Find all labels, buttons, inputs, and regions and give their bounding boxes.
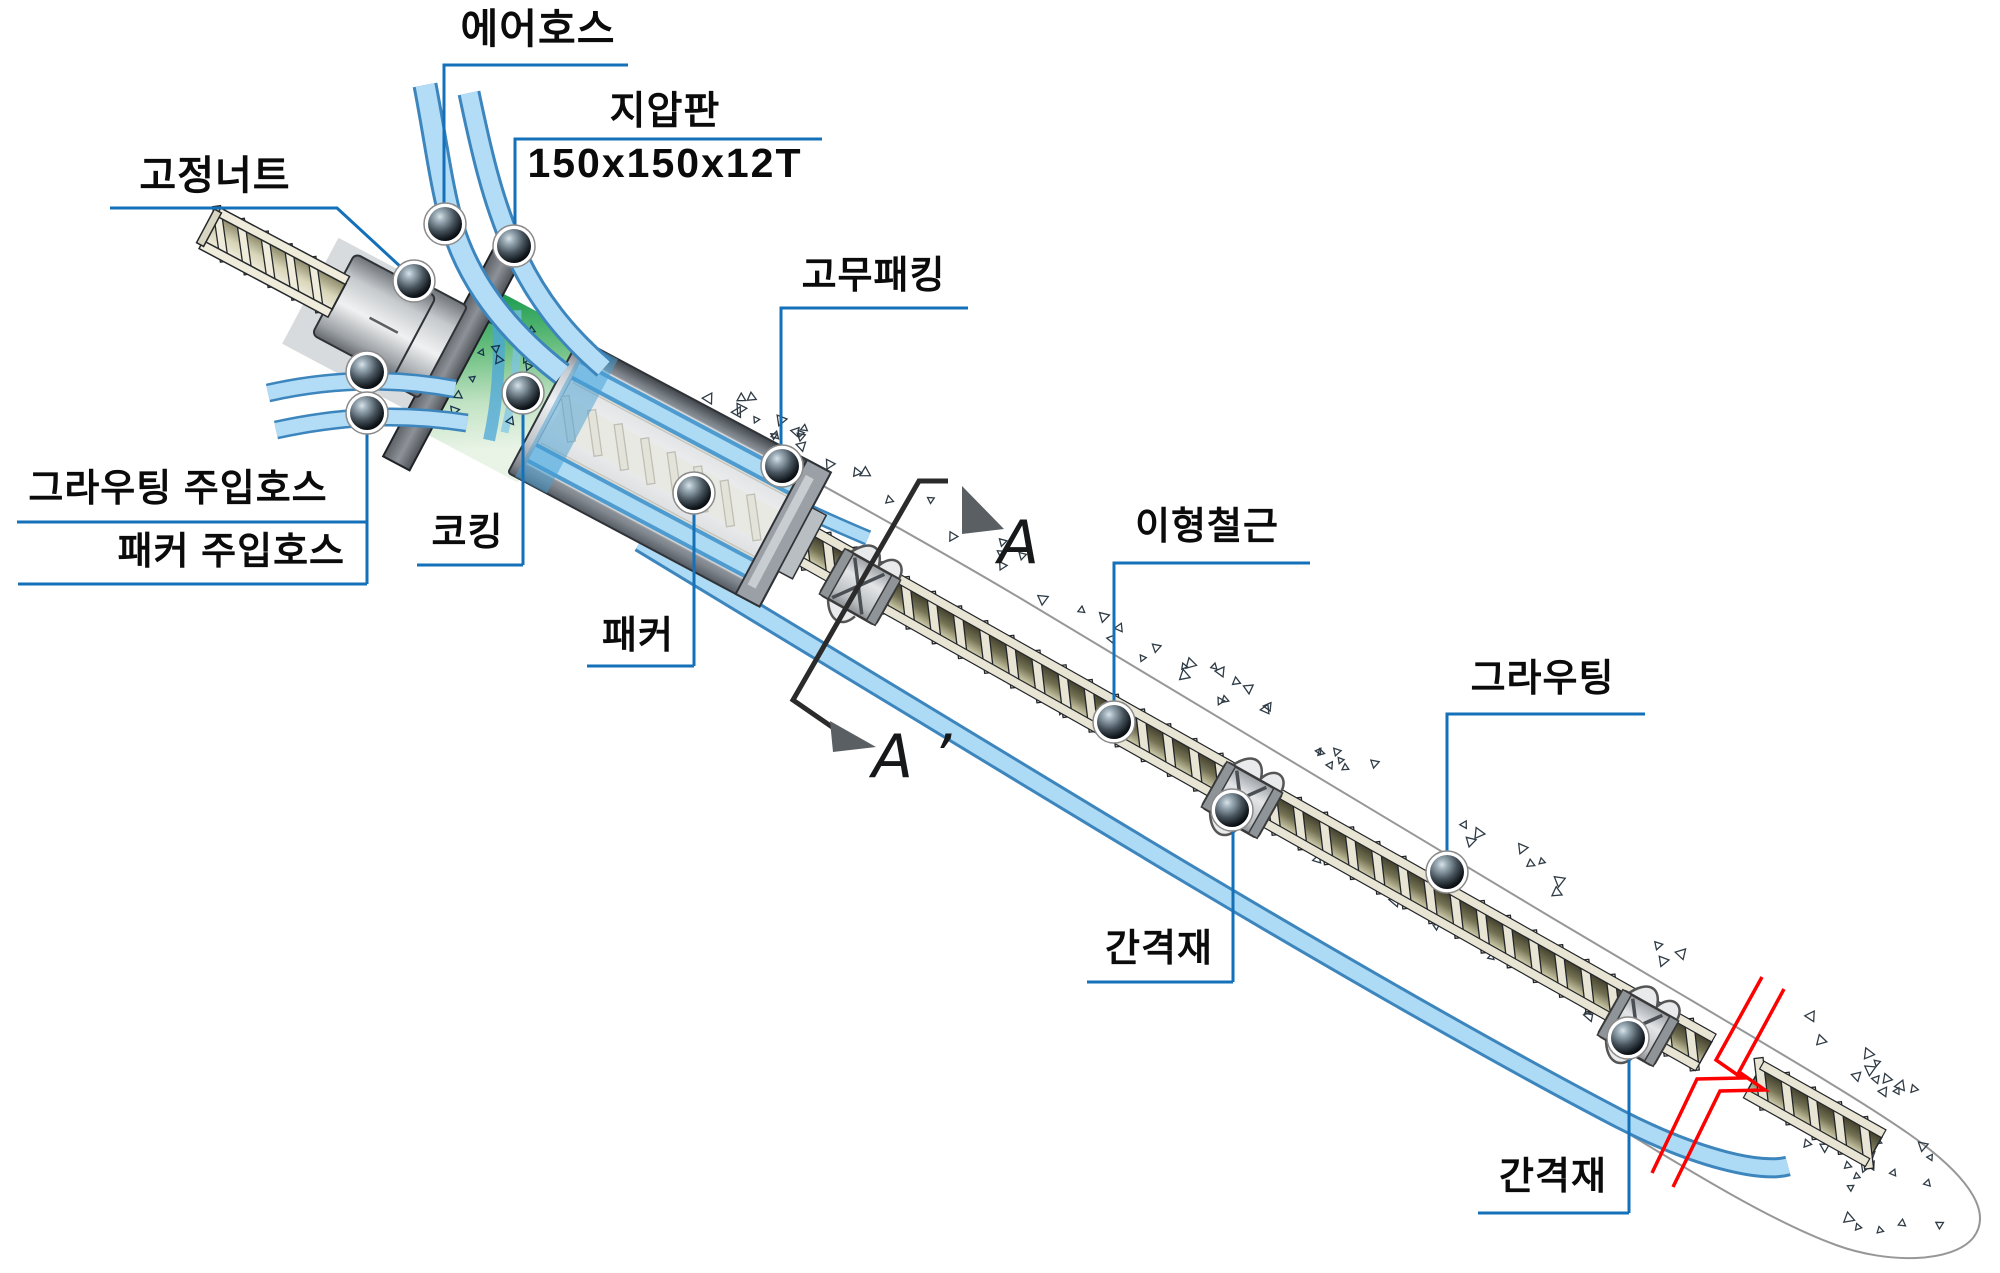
callout-dot-fixing-nut	[392, 259, 436, 303]
section-arrow-a-prime	[830, 721, 876, 752]
section-line	[789, 478, 948, 732]
protruding-rebar	[195, 204, 351, 319]
label-packer: 패커	[602, 615, 674, 657]
label-deformed-rebar: 이형철근	[1135, 506, 1279, 548]
callout-dot-grouting	[1425, 850, 1469, 894]
label-grouting: 그라우팅	[1470, 658, 1615, 700]
leader-spacer-2	[1478, 1058, 1631, 1215]
label-spacer-1: 간격재	[1105, 928, 1213, 970]
label-bearing-plate-size: 150x150x12T	[527, 140, 803, 186]
callout-dot-rubber-packing	[760, 444, 804, 488]
callout-dot-bearing-plate	[492, 224, 536, 268]
callout-dot-deformed-rebar	[1092, 700, 1136, 744]
leader-grouting	[1445, 712, 1645, 852]
callout-dot-air-hose	[423, 202, 467, 246]
leader-fixing-nut	[110, 206, 405, 271]
callout-dots	[345, 202, 1650, 1060]
callout-dot-caulking	[501, 371, 545, 415]
label-rubber-packing: 고무패킹	[801, 255, 946, 297]
leader-caulking	[417, 412, 525, 567]
label-section-a: A	[998, 508, 1040, 578]
leader-rubber-packing	[779, 306, 968, 447]
label-air-hose: 에어호스	[460, 6, 616, 52]
label-caulking: 코킹	[431, 512, 504, 554]
label-bearing-plate: 지압판	[609, 90, 721, 133]
break-line-1	[1650, 976, 1764, 1174]
label-packer-injection-hose: 패커 주입호스	[117, 531, 345, 573]
label-section-a-prime: A ’	[872, 722, 952, 792]
label-grouting-injection-hose: 그라우팅 주입호스	[28, 468, 328, 510]
callout-dot-packer-injection-hose	[345, 391, 389, 435]
leader-deformed-rebar	[1112, 561, 1310, 703]
label-spacer-2: 간격재	[1499, 1156, 1607, 1198]
break-line-2	[1671, 988, 1786, 1188]
leader-spacer-1	[1087, 831, 1235, 984]
label-fixing-nut: 고정너트	[139, 154, 291, 198]
callout-dot-spacer-2	[1606, 1016, 1650, 1060]
leader-bearing-plate	[513, 137, 822, 227]
callout-dot-grouting-injection-hose	[345, 350, 389, 394]
leader-lines	[17, 63, 1645, 1215]
section-arrow-a	[962, 486, 1004, 534]
callout-dot-packer	[672, 471, 716, 515]
callout-dot-spacer-1	[1210, 788, 1254, 832]
leader-packer	[587, 512, 696, 668]
leader-air-hose	[442, 63, 628, 205]
